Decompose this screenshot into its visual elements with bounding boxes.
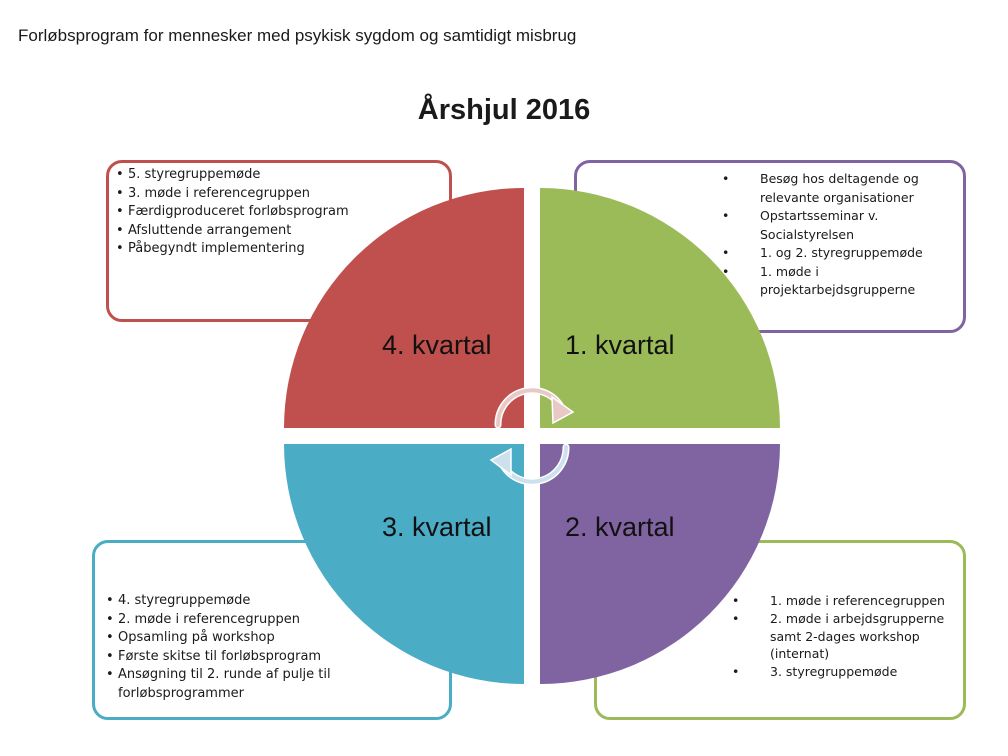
list-item: Besøg hos deltagende og relevante organi… [722,170,960,207]
q4-label: 4. kvartal [382,330,492,360]
list-item: Påbegyndt implementering [116,240,446,259]
list-item: Ansøgning til 2. runde af pulje til forl… [106,666,436,703]
list-item: 2. møde i arbejdsgrupperne samt 2-dages … [732,610,960,663]
q3-segment[interactable] [284,444,524,684]
q4-activity-list: 5. styregruppemøde 3. møde i referencegr… [116,166,446,259]
list-item: 4. styregruppemøde [106,592,436,611]
q2-activity-list: 1. møde i referencegruppen 2. møde i arb… [732,592,960,681]
list-item: 1. møde i projektarbejdsgrupperne [722,263,960,300]
page-header: Forløbsprogram for mennesker med psykisk… [18,26,577,45]
list-item: Opsamling på workshop [106,629,436,648]
list-item: 3. styregruppemøde [732,663,960,681]
q2-label: 2. kvartal [565,512,675,542]
q1-label: 1. kvartal [565,330,675,360]
q3-label: 3. kvartal [382,512,492,542]
list-item: 1. og 2. styregruppemøde [722,244,960,263]
q2-segment[interactable] [540,444,780,684]
list-item: 2. møde i referencegruppen [106,611,436,630]
list-item: Første skitse til forløbsprogram [106,648,436,667]
q1-activity-list: Besøg hos deltagende og relevante organi… [722,170,960,300]
list-item: Afsluttende arrangement [116,222,446,241]
page-title: Årshjul 2016 [417,94,591,126]
list-item: 1. møde i referencegruppen [732,592,960,610]
list-item: Opstartsseminar v. Socialstyrelsen [722,207,960,244]
list-item: Færdigproduceret forløbsprogram [116,203,446,222]
q3-activity-list: 4. styregruppemøde 2. møde i referencegr… [106,592,436,703]
cycle-arrows-icon [489,386,575,486]
list-item: 3. møde i referencegruppen [116,185,446,204]
list-item: 5. styregruppemøde [116,166,446,185]
q4-segment[interactable] [284,188,524,428]
q1-segment[interactable] [540,188,780,428]
